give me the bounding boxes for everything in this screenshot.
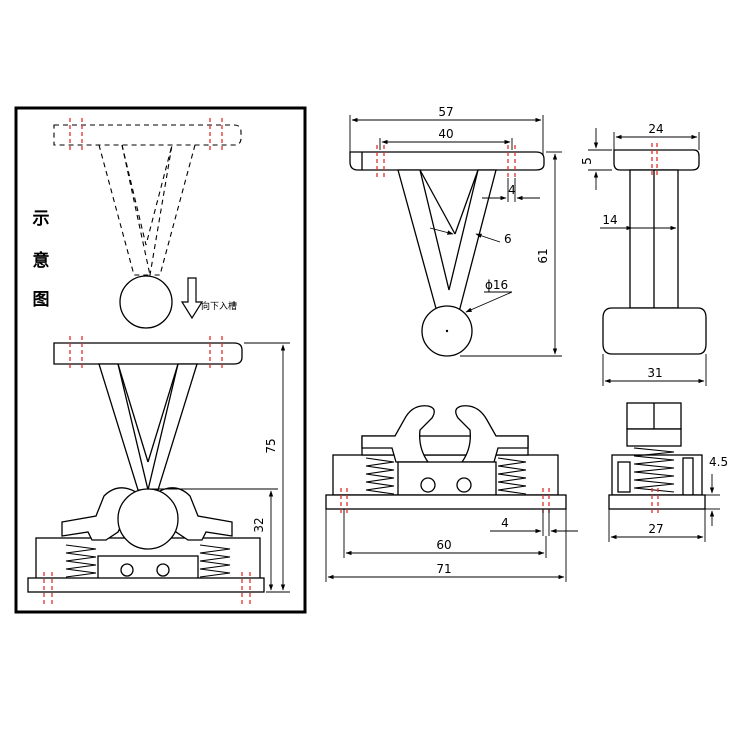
holder-dashed-arm-right: [149, 144, 196, 276]
dim-6-leader-b: [475, 233, 501, 243]
side-dimension-14: 14: [600, 213, 677, 231]
holder-dashed-arm-left: [98, 144, 151, 276]
assembled-notch-left: [117, 363, 149, 463]
schematic-title-char-2: 意: [33, 250, 50, 271]
clamp-dim-60-label: 60: [436, 538, 451, 552]
dim-5-label: 5: [580, 157, 594, 165]
dim-4-label: 4: [508, 183, 516, 197]
schematic-slider-hole-right: [156, 563, 170, 577]
front-dimension-61: 61: [460, 151, 562, 357]
clamp-front-view: 4 60 71: [325, 405, 578, 582]
clamp-side-base: [608, 494, 706, 510]
clamp-base-plate: [325, 494, 567, 510]
holder-side-view: 24 5 14 31: [580, 122, 707, 386]
insert-direction-arrow: 向下入槽: [180, 277, 237, 320]
schematic-ball-clamped: [117, 488, 179, 550]
schematic-slider-hole-left: [120, 563, 134, 577]
schematic-spring-right: [199, 544, 231, 578]
clamp-dim-4-label: 4: [501, 516, 509, 530]
dim-40-label: 40: [438, 127, 453, 141]
clamp-dim-71-label: 71: [436, 562, 451, 576]
schematic-title-char-3: 图: [33, 290, 50, 310]
clamp-side-spring: [633, 447, 675, 493]
holder-dashed-view: [53, 118, 242, 276]
holder-front-view: 57 40 4 6 ϕ16 61: [349, 105, 562, 357]
dim-ball-label: ϕ16: [485, 278, 508, 292]
clamp-spring-left: [365, 457, 395, 495]
clamp-side-post: [682, 457, 694, 496]
front-dimension-4: 4: [482, 178, 540, 202]
holder-dashed-plate: [53, 124, 242, 146]
assembly-dimension-75: 75: [244, 342, 290, 593]
holder-dashed-notch: [121, 144, 173, 246]
front-arm-inner-left: [419, 169, 456, 235]
dim-31-label: 31: [647, 366, 662, 380]
clamp-side-dim-27-label: 27: [648, 522, 663, 536]
clamp-slider-hole-right: [456, 477, 472, 493]
front-dimension-40: 40: [379, 127, 513, 150]
front-dimension-57: 57: [349, 105, 544, 156]
schematic-slider-block: [97, 555, 199, 581]
front-arm-outer: [397, 169, 497, 313]
holder-assembled-view: [53, 336, 243, 491]
ball-before-insert: [119, 275, 173, 329]
clamp-dimension-71: 71: [325, 509, 567, 582]
dim-ball-leader: [465, 291, 513, 313]
dim-6-label: 6: [504, 232, 512, 246]
schematic-panel: 示 意 图 向下入槽: [14, 106, 307, 614]
clamp-jaw-right: [455, 405, 529, 463]
schematic-clamp-assembly: [27, 487, 265, 604]
schematic-title: 示 意 图: [33, 209, 50, 310]
dim-32-label: 32: [252, 517, 266, 532]
clamp-side-dim-45-label: 4.5: [709, 455, 728, 469]
clamp-slider-block: [397, 461, 497, 496]
dim-75-label: 75: [264, 438, 278, 453]
dim-24-label: 24: [648, 122, 663, 136]
front-arm-inner-right: [454, 169, 479, 235]
assembled-notch-right: [147, 363, 179, 463]
dim-14-label: 14: [602, 213, 617, 227]
clamp-spring-right: [497, 457, 527, 495]
side-dimension-24: 24: [613, 122, 700, 150]
dim-6-leader-a: [429, 227, 454, 235]
clamp-side-jaw-mid: [626, 428, 682, 447]
side-dimension-31: 31: [602, 354, 707, 386]
insert-direction-note: 向下入槽: [201, 300, 237, 312]
clamp-dimension-60: 60: [343, 509, 547, 558]
side-base-block: [602, 307, 707, 355]
dim-61-label: 61: [536, 248, 550, 263]
schematic-spring-left: [65, 544, 97, 578]
front-dimension-ball: ϕ16: [465, 278, 513, 313]
schematic-base-plate: [27, 577, 265, 593]
front-dimension-6: 6: [429, 227, 512, 246]
schematic-jaw-left: [61, 487, 137, 541]
clamp-side-dimension-27: 27: [608, 509, 706, 542]
clamp-side-block-left: [617, 461, 631, 493]
clamp-slider-hole-left: [420, 477, 436, 493]
assembly-dimension-32: 32: [150, 488, 278, 591]
clamp-side-dimension-4-5: 4.5: [705, 455, 728, 526]
clamp-side-view: 4.5 27: [608, 402, 728, 542]
down-arrow-icon: [180, 277, 204, 320]
dim-57-label: 57: [438, 105, 453, 119]
schematic-frame: [14, 106, 307, 614]
schematic-title-char-1: 示: [33, 209, 50, 229]
front-top-plate: [349, 151, 545, 171]
side-dimension-5: 5: [580, 128, 612, 190]
clamp-jaw-left: [361, 405, 435, 463]
clamp-dimension-4: 4: [490, 509, 578, 536]
assembled-plate: [53, 342, 243, 365]
front-ball-center: [445, 329, 449, 333]
